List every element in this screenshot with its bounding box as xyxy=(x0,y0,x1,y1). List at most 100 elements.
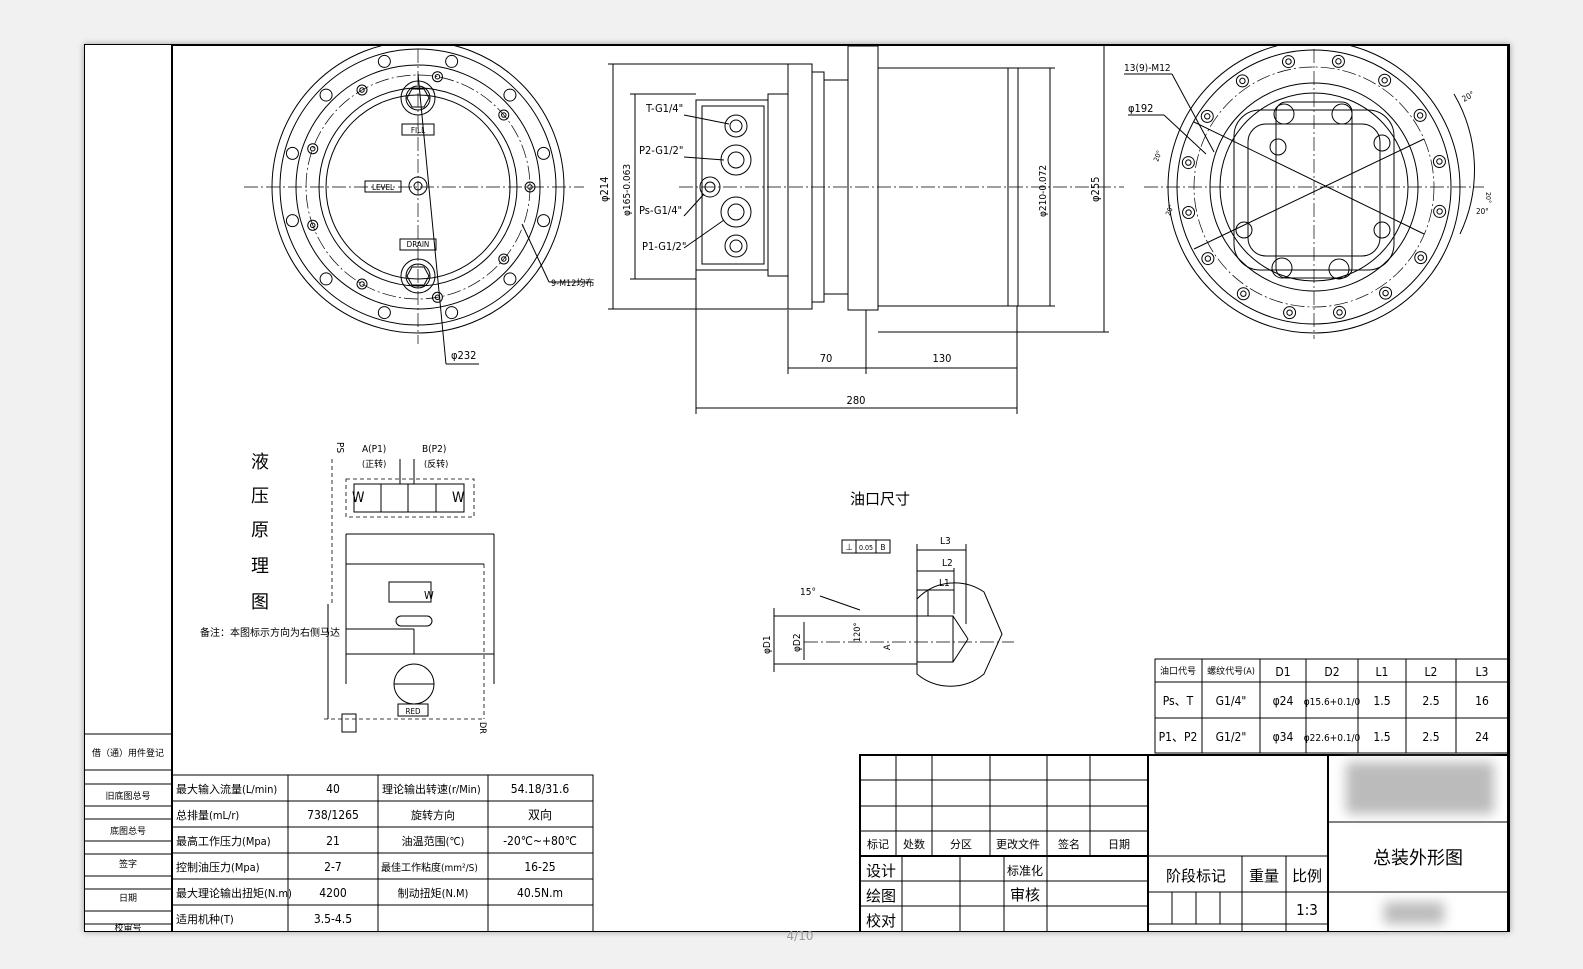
port-table-cell: φ34 xyxy=(1273,730,1294,744)
strip-label: 签字 xyxy=(119,858,137,870)
bolt-hole xyxy=(1235,74,1249,88)
bolt-hole xyxy=(319,272,333,286)
port-table-cell: 1.5 xyxy=(1373,730,1390,744)
fill-label: FILL xyxy=(411,126,425,135)
bolt-hole xyxy=(307,219,319,231)
spec-cell: 54.18/31.6 xyxy=(511,782,570,796)
spec-cell: 适用机种(T) xyxy=(176,912,234,926)
spec-cell: 40 xyxy=(326,782,340,796)
front-bolt-note: 9-M12均布 xyxy=(551,277,594,289)
bolt-hole xyxy=(445,54,459,68)
rear-view: 13(9)-M12 φ192 20° 20° 20° 20° 20° xyxy=(1124,44,1492,339)
port-table-cell: 24 xyxy=(1475,730,1489,744)
spec-cell: 旋转方向 xyxy=(411,808,455,822)
spec-cell: 理论输出转速(r/Min) xyxy=(382,782,481,796)
level-label: LEVEL xyxy=(372,183,394,192)
bolt-hole-inner xyxy=(1239,77,1246,85)
spec-cell: 40.5N.m xyxy=(517,886,563,900)
title-block: 标记 处数 分区 更改文件 签名 日期 设计 绘图 校对 标准化 审核 阶段标记… xyxy=(859,754,1509,932)
bolt-hole xyxy=(431,71,443,83)
spec-cell: 738/1265 xyxy=(307,808,359,822)
bolt-hole xyxy=(1432,154,1446,168)
frame xyxy=(84,44,1510,932)
bolt-hole-inner xyxy=(359,87,365,93)
bolt-hole xyxy=(307,143,319,155)
bolt-hole xyxy=(1379,286,1393,300)
bolt-hole-inner xyxy=(1286,309,1293,316)
red-label: RED xyxy=(405,707,421,716)
l2-label: L2 xyxy=(942,558,953,569)
page-indicator: 4/10 xyxy=(786,929,814,943)
angle-label: 20° xyxy=(1484,192,1492,203)
scale-value: 1:3 xyxy=(1296,901,1318,919)
revision-col-label: 更改文件 xyxy=(996,837,1040,851)
scale-label: 比例 xyxy=(1292,867,1322,885)
port-table-header: L2 xyxy=(1425,665,1438,679)
bolt-hole xyxy=(503,88,517,102)
port-table: 油口代号 螺纹代号(A) D1 D2 L1 L2 L3 Ps、T G1/4" φ… xyxy=(1154,658,1509,754)
bolt-hole xyxy=(1378,73,1392,87)
dim-165: φ165-0.063 xyxy=(622,164,633,216)
draw-label: 绘图 xyxy=(866,887,896,905)
tolerance-value: 0.05 xyxy=(859,544,873,552)
standard-label: 标准化 xyxy=(1007,864,1043,878)
revision-col-label: 标记 xyxy=(867,837,889,851)
svg-text:W: W xyxy=(452,490,465,506)
port-table-cell: 2.5 xyxy=(1422,694,1439,708)
bolt-hole xyxy=(498,109,510,121)
drawing-canvas: 借（通）用件登记 旧底图总号 底图总号 签字 日期 校审号 FILL LEVEL… xyxy=(84,44,1510,932)
port-table-header: D1 xyxy=(1275,665,1290,679)
revision-col-label: 签名 xyxy=(1058,837,1080,851)
strip-label: 日期 xyxy=(119,893,137,904)
bolt-hole-inner xyxy=(1436,208,1443,215)
bolt-hole-inner xyxy=(527,184,533,190)
port-a-label: A(P1) xyxy=(362,444,386,455)
strip-label: 底图总号 xyxy=(110,825,146,837)
d2-label: φD2 xyxy=(792,633,803,652)
bolt-hole-inner xyxy=(1381,77,1388,84)
bolt-hole xyxy=(1236,287,1250,301)
strip-label: 旧底图总号 xyxy=(105,790,150,802)
hydraulic-note: 备注：本图标示方向为右侧马达 xyxy=(200,626,340,639)
bolt-hole-inner xyxy=(1185,209,1192,216)
angle-label: 20° xyxy=(1164,203,1175,216)
rear-dia-192: φ192 xyxy=(1128,102,1153,115)
angle-label: 20° xyxy=(1152,149,1163,162)
bolt-hole-inner xyxy=(310,222,316,229)
port-detail: 油口尺寸 ⊥ 0.05 B φD1 φD2 15° 120° A L3 L2 L… xyxy=(762,490,1014,687)
spec-cell: 最大输入流量(L/min) xyxy=(176,782,277,796)
port-table-header: L1 xyxy=(1376,665,1389,679)
bolt-hole xyxy=(1200,109,1214,123)
strip-label: 借（通）用件登记 xyxy=(92,747,164,759)
bolt-hole-inner xyxy=(434,73,441,80)
spec-cell: 油温范围(℃) xyxy=(402,834,465,848)
hydraulic-title-char: 图 xyxy=(251,592,269,613)
bolt-hole xyxy=(356,84,368,96)
spec-cell: 4200 xyxy=(319,886,347,900)
side-view: T-G1/4" P2-G1/2" Ps-G1/4" P1-G1/2" φ214 … xyxy=(598,45,1124,414)
port-table-cell: G1/4" xyxy=(1216,694,1247,708)
bolt-hole xyxy=(498,253,510,265)
strip-label: 校审号 xyxy=(114,922,141,932)
port-b-label: B(P2) xyxy=(422,444,446,455)
stage-label: 阶段标记 xyxy=(1166,867,1226,885)
hydraulic-title-char: 液 xyxy=(251,452,269,473)
dr-label: DR xyxy=(477,722,487,734)
bolt-hole-inner xyxy=(1436,158,1443,165)
hydraulic-title-char: 原 xyxy=(251,520,269,541)
bolt-hole xyxy=(319,88,333,102)
port-label: P1-G1/2" xyxy=(642,240,686,253)
hydraulic-title-char: 压 xyxy=(251,486,269,507)
tolerance-datum: B xyxy=(881,543,886,552)
ps-label: PS xyxy=(334,442,345,453)
port-table-cell: φ24 xyxy=(1273,694,1294,708)
spec-cell: -20℃~+80℃ xyxy=(503,834,577,848)
port-b-sub: (反转) xyxy=(424,458,448,470)
revision-col-label: 日期 xyxy=(1108,838,1130,851)
bolt-hole xyxy=(356,278,368,290)
bolt-hole xyxy=(285,214,299,228)
revision-col-label: 分区 xyxy=(950,838,972,851)
design-label: 设计 xyxy=(866,862,896,880)
bolt-hole xyxy=(431,291,443,303)
drawing-name: 总装外形图 xyxy=(1373,848,1463,869)
